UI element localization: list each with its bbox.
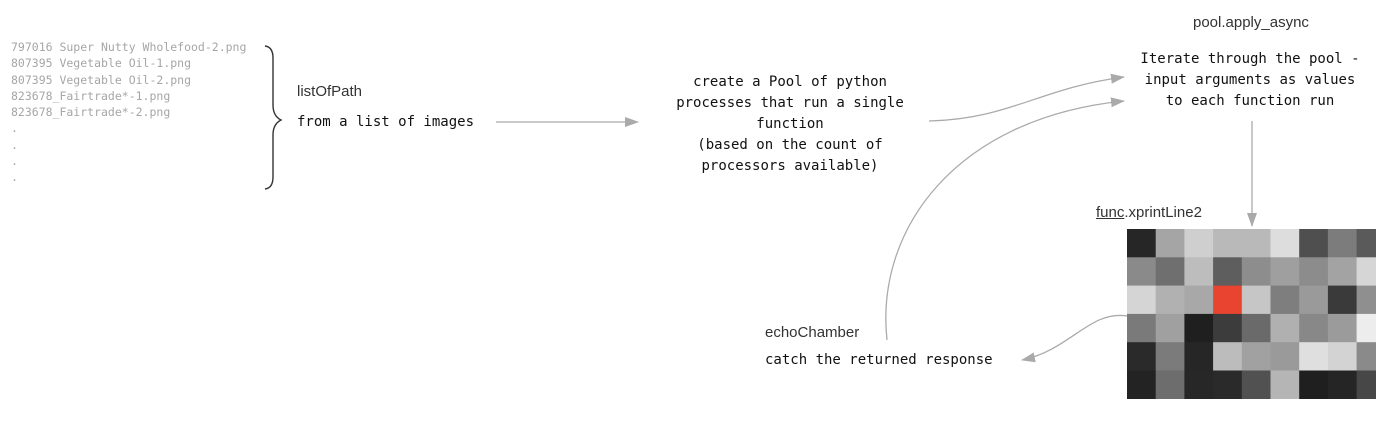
pool-description: create a Pool of python processes that r… [640, 72, 940, 177]
file-list-item: 823678_Fairtrade*-2.png [11, 105, 171, 120]
grid-cell [1270, 313, 1300, 343]
grid-cell [1299, 257, 1329, 287]
grid-cell [1299, 285, 1329, 315]
apply-async-description: Iterate through the pool - input argumen… [1125, 49, 1375, 112]
echo-text: catch the returned response [765, 352, 993, 368]
grid-cell [1127, 313, 1157, 343]
grid-cell [1155, 257, 1185, 287]
pool-line: processes that run a single [676, 95, 904, 111]
grid-cell [1213, 313, 1243, 343]
grid-cell [1155, 229, 1185, 258]
grid-cell [1184, 285, 1214, 315]
grid-cell [1241, 229, 1271, 258]
file-list-item: . [11, 170, 18, 185]
list-of-path-text: from a list of images [297, 114, 475, 130]
grid-cell [1184, 370, 1214, 399]
grid-cell [1184, 257, 1214, 287]
grid-cell [1213, 370, 1243, 399]
grid-cell [1299, 370, 1329, 399]
grid-cell [1213, 257, 1243, 287]
grid-cell [1356, 342, 1376, 371]
echo-title: echoChamber [765, 324, 860, 341]
file-list-item: 807395 Vegetable Oil-1.png [11, 56, 192, 71]
grid-cell [1127, 285, 1157, 315]
file-list-item: 823678_Fairtrade*-1.png [11, 88, 171, 103]
grid-cell [1327, 370, 1358, 399]
apply-line: input arguments as values [1144, 72, 1356, 88]
func-name: .xprintLine2 [1124, 204, 1202, 221]
grid-cell [1299, 313, 1329, 343]
grid-cell [1241, 257, 1271, 287]
apply-async-title: pool.apply_async [1193, 14, 1309, 31]
pool-line: (based on the count of [697, 137, 883, 153]
grid-cell [1270, 229, 1300, 258]
grid-cell [1241, 285, 1271, 315]
grid-cell [1127, 257, 1157, 287]
grid-cell [1127, 229, 1157, 258]
grid-cell [1356, 229, 1376, 258]
arrow-echo-to-apply [885, 97, 1125, 341]
grid-cell [1184, 229, 1214, 258]
grid-cell [1356, 257, 1376, 287]
grid-cell [1155, 342, 1185, 371]
grid-cell [1184, 342, 1214, 371]
apply-line: to each function run [1165, 93, 1335, 109]
file-list-item: . [11, 154, 18, 169]
list-of-path-title: listOfPath [297, 83, 363, 100]
apply-line: Iterate through the pool - [1140, 51, 1360, 67]
file-list-item: . [11, 121, 18, 136]
grid-cell [1127, 370, 1157, 399]
pool-line: create a Pool of python [693, 74, 887, 90]
arrow-grid-to-echo [1021, 314, 1128, 363]
grid-cell [1155, 370, 1185, 399]
file-list-item: . [11, 137, 18, 152]
grid-cell [1327, 342, 1358, 371]
grid-cell [1213, 229, 1243, 258]
grid-cell [1270, 342, 1300, 371]
file-list-item: 797016 Super Nutty Wholefood-2.png [11, 40, 247, 54]
grid-cell [1327, 229, 1358, 258]
grid-cell [1270, 285, 1300, 315]
grid-cell [1241, 342, 1271, 371]
grid-cell [1241, 370, 1271, 399]
grid-cell [1299, 229, 1329, 258]
func-title: func.xprintLine2 [1096, 204, 1202, 221]
grid-cell [1356, 313, 1376, 343]
grid-cell [1184, 313, 1214, 343]
grid-cell [1327, 285, 1358, 315]
curly-brace [264, 45, 283, 190]
grid-cell [1270, 370, 1300, 399]
grid-cell [1213, 285, 1243, 315]
grid-cell [1356, 370, 1376, 399]
grid-cell [1155, 313, 1185, 343]
grid-cell [1127, 342, 1157, 371]
pool-line: function [756, 116, 824, 132]
grid-cell [1299, 342, 1329, 371]
grid-cell [1270, 257, 1300, 287]
grid-cell [1327, 257, 1358, 287]
grid-cell [1241, 313, 1271, 343]
pixel-grid [1127, 229, 1376, 399]
pool-line: processors available) [701, 158, 879, 174]
func-prefix: func [1096, 204, 1125, 221]
grid-cell [1155, 285, 1185, 315]
arrow-pool-to-apply [928, 73, 1125, 122]
grid-cell [1327, 313, 1358, 343]
grid-cell [1213, 342, 1243, 371]
file-list-item: 807395 Vegetable Oil-2.png [11, 72, 192, 87]
file-list: 797016 Super Nutty Wholefood-2.png 807395… [11, 39, 246, 186]
grid-cell [1356, 285, 1376, 315]
